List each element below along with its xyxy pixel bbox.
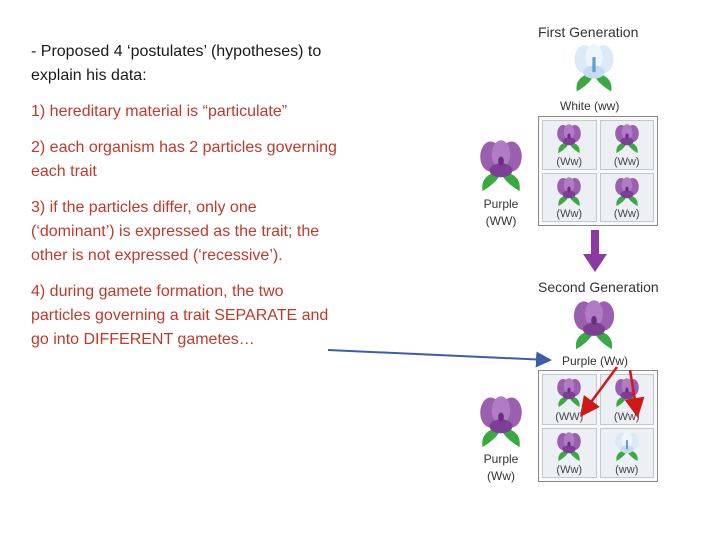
grid2-cell: (ww)	[599, 427, 654, 478]
gamete-arrow-right	[624, 369, 645, 418]
grid1-cell: (Ww)	[599, 120, 654, 170]
grid1-cell: (Ww)	[599, 172, 654, 222]
postulate-3: 3) if the particles differ, only one (‘d…	[31, 199, 320, 264]
postulate-1: 1) hereditary material is “particulate”	[31, 103, 288, 120]
second-parent-label: Purple (Ww)	[562, 354, 629, 368]
grid1-genotype: (Ww)	[613, 208, 640, 220]
grid1-genotype: (Ww)	[556, 208, 583, 220]
purple-parent-genotype: (WW)	[485, 214, 517, 228]
side-purple-genotype: (Ww)	[487, 469, 515, 483]
pointer-arrow	[327, 349, 552, 368]
intro-text: - Proposed 4 ‘postulates’ (hypotheses) t…	[31, 43, 322, 84]
grid1-genotype: (Ww)	[613, 155, 640, 168]
slide-text: - Proposed 4 ‘postulates’ (hypotheses) t…	[31, 40, 341, 364]
white-parent-label: White (ww)	[560, 99, 620, 113]
down-arrow-icon	[583, 230, 607, 272]
postulate-4: 4) during gamete formation, the two part…	[31, 283, 329, 348]
punnett-square-first: (Ww) (Ww) (Ww) (Ww)	[538, 116, 658, 226]
purple-parent-label: Purple (WW)	[476, 196, 526, 230]
purple-parent-name: Purple	[483, 197, 519, 211]
first-generation-title: First Generation	[538, 24, 639, 40]
grid2-genotype: (Ww)	[556, 464, 583, 476]
grid2-genotype: (WW)	[555, 410, 584, 423]
grid1-cell: (Ww)	[542, 120, 597, 170]
side-purple-label: Purple (Ww)	[476, 451, 526, 485]
postulate-2: 2) each organism has 2 particles governi…	[31, 139, 337, 180]
grid1-cell: (Ww)	[542, 172, 597, 222]
grid1-genotype: (Ww)	[556, 155, 583, 168]
gamete-arrow-left	[580, 366, 619, 418]
grid2-genotype: (ww)	[615, 464, 639, 476]
side-purple-name: Purple	[483, 452, 519, 466]
second-generation-title: Second Generation	[538, 279, 659, 295]
grid2-cell: (Ww)	[542, 427, 597, 478]
